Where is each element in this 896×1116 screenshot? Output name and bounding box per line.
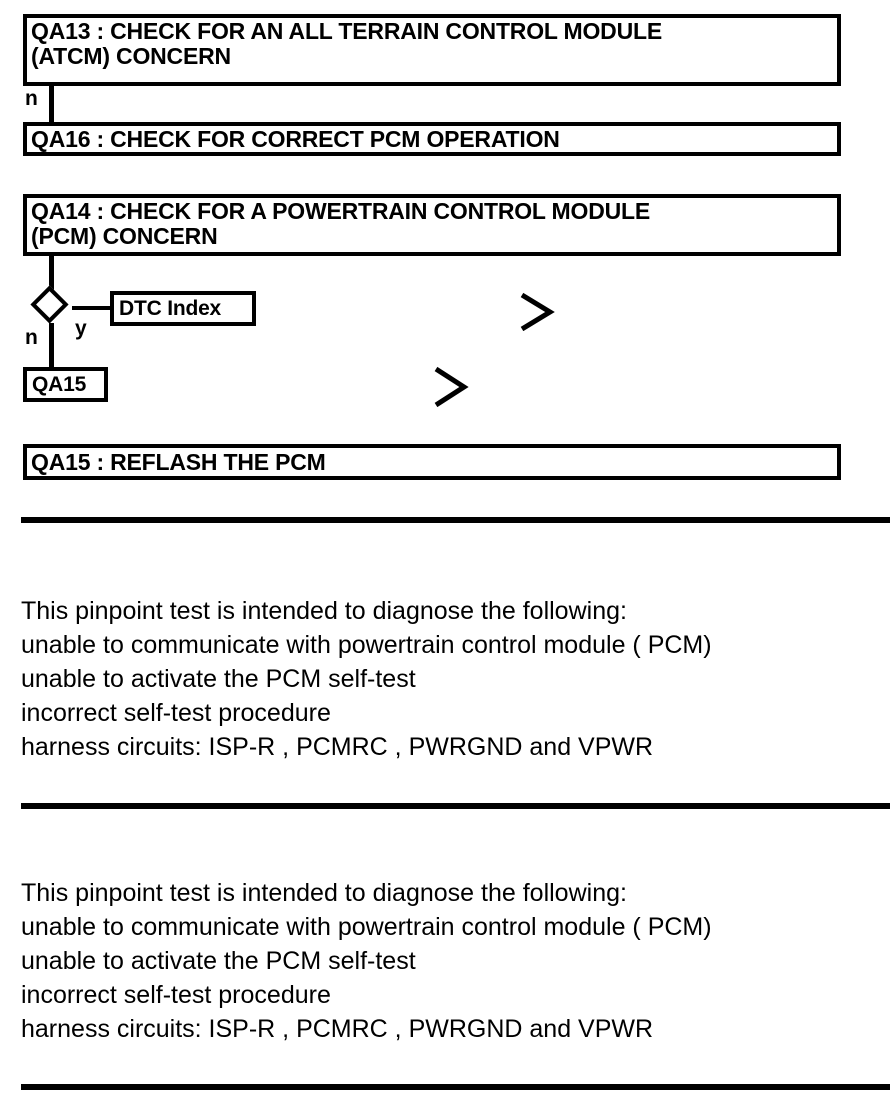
flowchart-node-qa16[interactable]: QA16 : CHECK FOR CORRECT PCM OPERATION [23, 122, 841, 156]
flowchart-node-dtc-index[interactable]: DTC Index [110, 291, 256, 326]
pinpoint-test-description-2: This pinpoint test is intended to diagno… [21, 879, 712, 1043]
pinpoint-test-description-1: This pinpoint test is intended to diagno… [21, 597, 712, 761]
section-divider-3 [21, 1084, 890, 1090]
connector-decision-to-dtc-index [72, 306, 112, 310]
flowchart-node-qa13[interactable]: QA13 : CHECK FOR AN ALL TERRAIN CONTROL … [23, 14, 841, 86]
edge-label-decision-yes: y [75, 317, 87, 340]
flowchart-node-qa15[interactable]: QA15 [23, 367, 108, 402]
edge-label-qa13-no: n [25, 87, 38, 110]
decision-diamond[interactable] [30, 285, 69, 324]
section-divider-2 [21, 803, 890, 809]
section-divider-1 [21, 517, 890, 523]
edge-label-decision-no: n [25, 326, 38, 349]
connector-qa13-to-qa16 [49, 86, 54, 124]
chevron-right-icon-2 [434, 366, 469, 407]
flowchart-node-qa15-reflash[interactable]: QA15 : REFLASH THE PCM [23, 444, 841, 480]
flowchart-node-qa14[interactable]: QA14 : CHECK FOR A POWERTRAIN CONTROL MO… [23, 194, 841, 256]
connector-qa14-to-decision [49, 256, 54, 294]
chevron-right-icon-1 [520, 292, 555, 331]
connector-decision-to-qa15 [49, 323, 54, 369]
